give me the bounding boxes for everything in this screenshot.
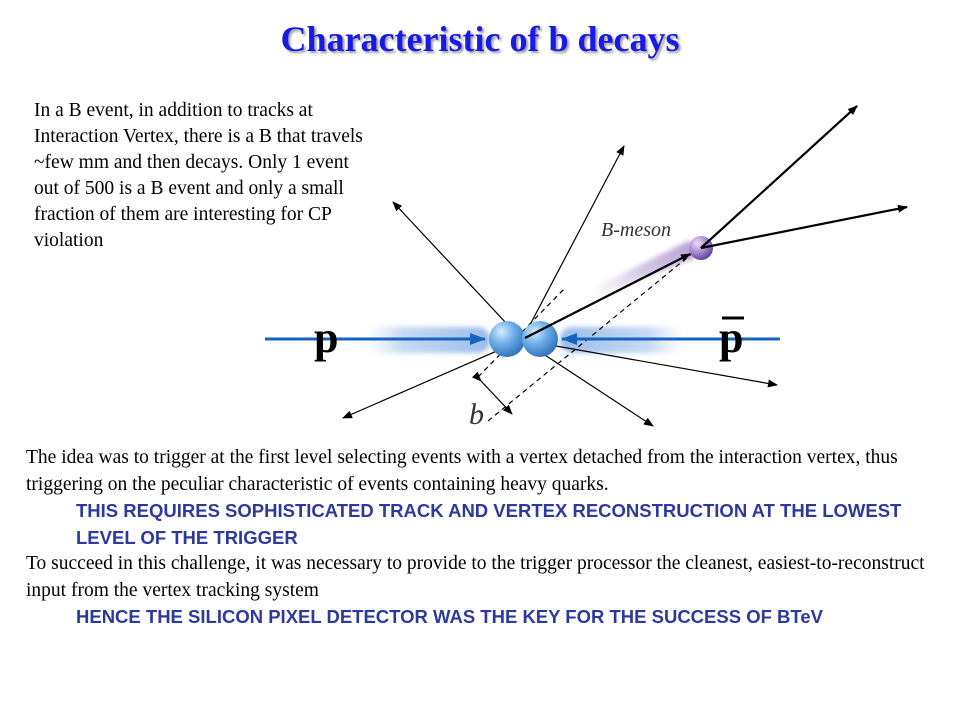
b-decay-track-lower xyxy=(700,204,908,250)
dashed-line-upper xyxy=(477,286,567,378)
track-lower-right xyxy=(521,339,778,388)
track-lower-left xyxy=(342,339,523,419)
b-meson-label: B-meson xyxy=(601,219,671,241)
track-upper-left xyxy=(392,201,523,341)
track-upper xyxy=(521,145,625,341)
b-meson-trail xyxy=(590,240,695,300)
emphasis-pixel-detector: HENCE THE SILICON PIXEL DETECTOR WAS THE… xyxy=(76,606,823,627)
slide-title: Characteristic of b decays xyxy=(280,19,680,59)
beam-right-label: p xyxy=(719,313,743,362)
impact-parameter-label: b xyxy=(469,398,484,431)
b-meson-flight-path xyxy=(524,253,691,339)
intro-paragraph: In a B event, in addition to tracks at I… xyxy=(34,100,363,251)
proton-left xyxy=(489,321,525,357)
dashed-line-extended xyxy=(487,246,701,422)
proton-right xyxy=(522,321,558,357)
paragraph-challenge: To succeed in this challenge, it was nec… xyxy=(26,553,925,601)
paragraph-trigger-idea: The idea was to trigger at the first lev… xyxy=(26,447,898,495)
beam-left-label: p xyxy=(314,313,338,362)
body-text: The idea was to trigger at the first lev… xyxy=(26,445,936,631)
emphasis-reconstruction: THIS REQUIRES SOPHISTICATED TRACK AND VE… xyxy=(76,500,902,548)
impact-parameter-arrow xyxy=(471,371,513,415)
b-decay-track-upper xyxy=(700,105,858,249)
